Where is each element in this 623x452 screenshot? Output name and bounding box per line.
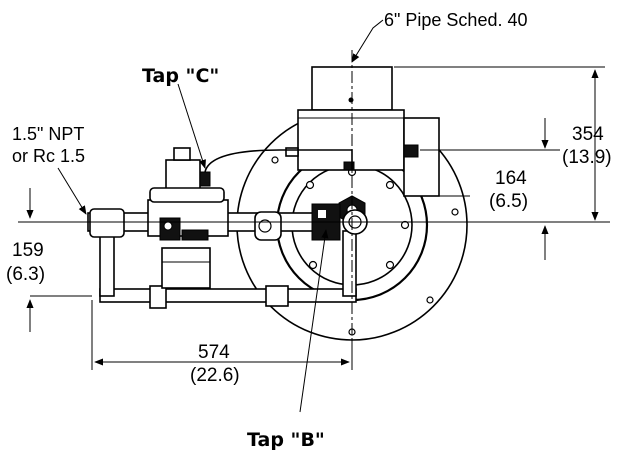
tap-b-label: Tap "B" — [247, 429, 325, 451]
dim-574-mm: 574 — [198, 342, 230, 363]
pipe-sched-label: 6" Pipe Sched. 40 — [384, 10, 528, 30]
dim-354-in: (13.9) — [562, 147, 612, 168]
npt-label-line1: 1.5" NPT — [12, 124, 84, 144]
dimension-354 — [394, 66, 605, 221]
npt-label-line2: or Rc 1.5 — [12, 146, 85, 166]
gas-train — [87, 147, 368, 309]
dimension-164 — [420, 118, 560, 260]
dim-159-mm: 159 — [12, 240, 44, 261]
leader-lines — [57, 19, 384, 413]
dim-164-in: (6.5) — [489, 191, 528, 212]
center-lines — [18, 50, 610, 370]
dim-159-in: (6.3) — [6, 264, 45, 285]
dim-164-mm: 164 — [495, 168, 527, 189]
tap-c-label: Tap "C" — [142, 65, 219, 87]
blower-housing — [285, 66, 470, 197]
dim-354-mm: 354 — [572, 124, 604, 145]
dim-574-in: (22.6) — [190, 365, 240, 386]
